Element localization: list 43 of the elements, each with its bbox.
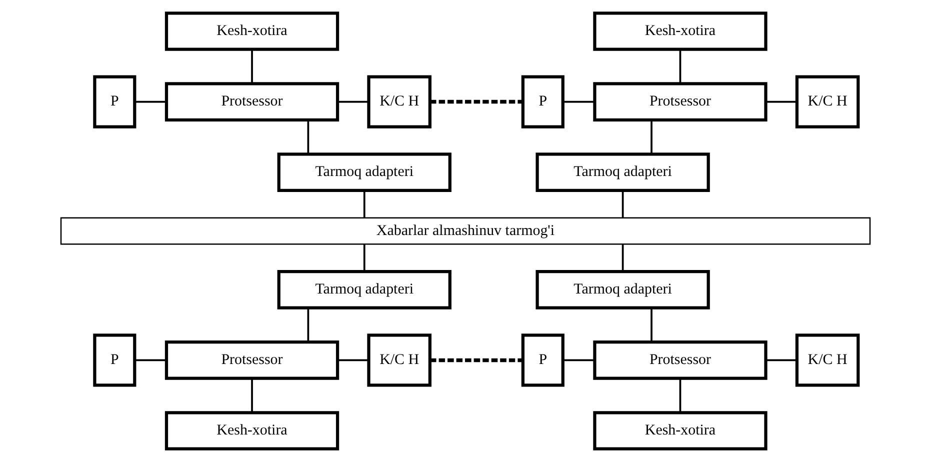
node-box: Kesh-xotira [164,411,340,450]
node-box: P [521,334,564,387]
connector [563,100,595,103]
connector [307,120,310,154]
node-box: Xabarlar almashinuv tarmog'i [60,217,871,245]
connector [307,308,310,342]
connector [134,100,166,103]
connector [251,49,253,84]
node-box: P [93,334,136,387]
node-box: K/C H [367,334,432,387]
node-box: K/C H [795,75,860,128]
node-box: Tarmoq adapteri [277,270,452,310]
node-box: K/C H [795,334,860,387]
connector [430,358,523,362]
connector [650,308,652,342]
connector [622,190,624,218]
connector [766,359,797,362]
connector [363,244,366,272]
node-box: Protsessor [593,82,768,122]
node-box: Kesh-xotira [593,12,768,51]
node-box: Tarmoq adapteri [536,270,710,310]
node-box: P [93,75,136,128]
node-box: Kesh-xotira [164,12,340,51]
node-box: Protsessor [164,82,340,122]
connector [430,100,523,104]
connector [679,378,682,412]
connector [679,49,682,84]
connector [766,100,797,103]
node-box: K/C H [367,75,432,128]
node-box: Tarmoq adapteri [536,152,710,192]
connector [650,120,652,154]
connector [338,359,369,362]
node-box: Kesh-xotira [593,411,768,450]
node-box: P [521,75,564,128]
connector [622,244,624,272]
connector [563,359,595,362]
node-box: Protsessor [593,340,768,380]
connector [363,190,366,218]
connector [251,378,253,412]
connector [338,100,369,103]
connector [134,359,166,362]
node-box: Protsessor [164,340,340,380]
node-box: Tarmoq adapteri [277,152,452,192]
